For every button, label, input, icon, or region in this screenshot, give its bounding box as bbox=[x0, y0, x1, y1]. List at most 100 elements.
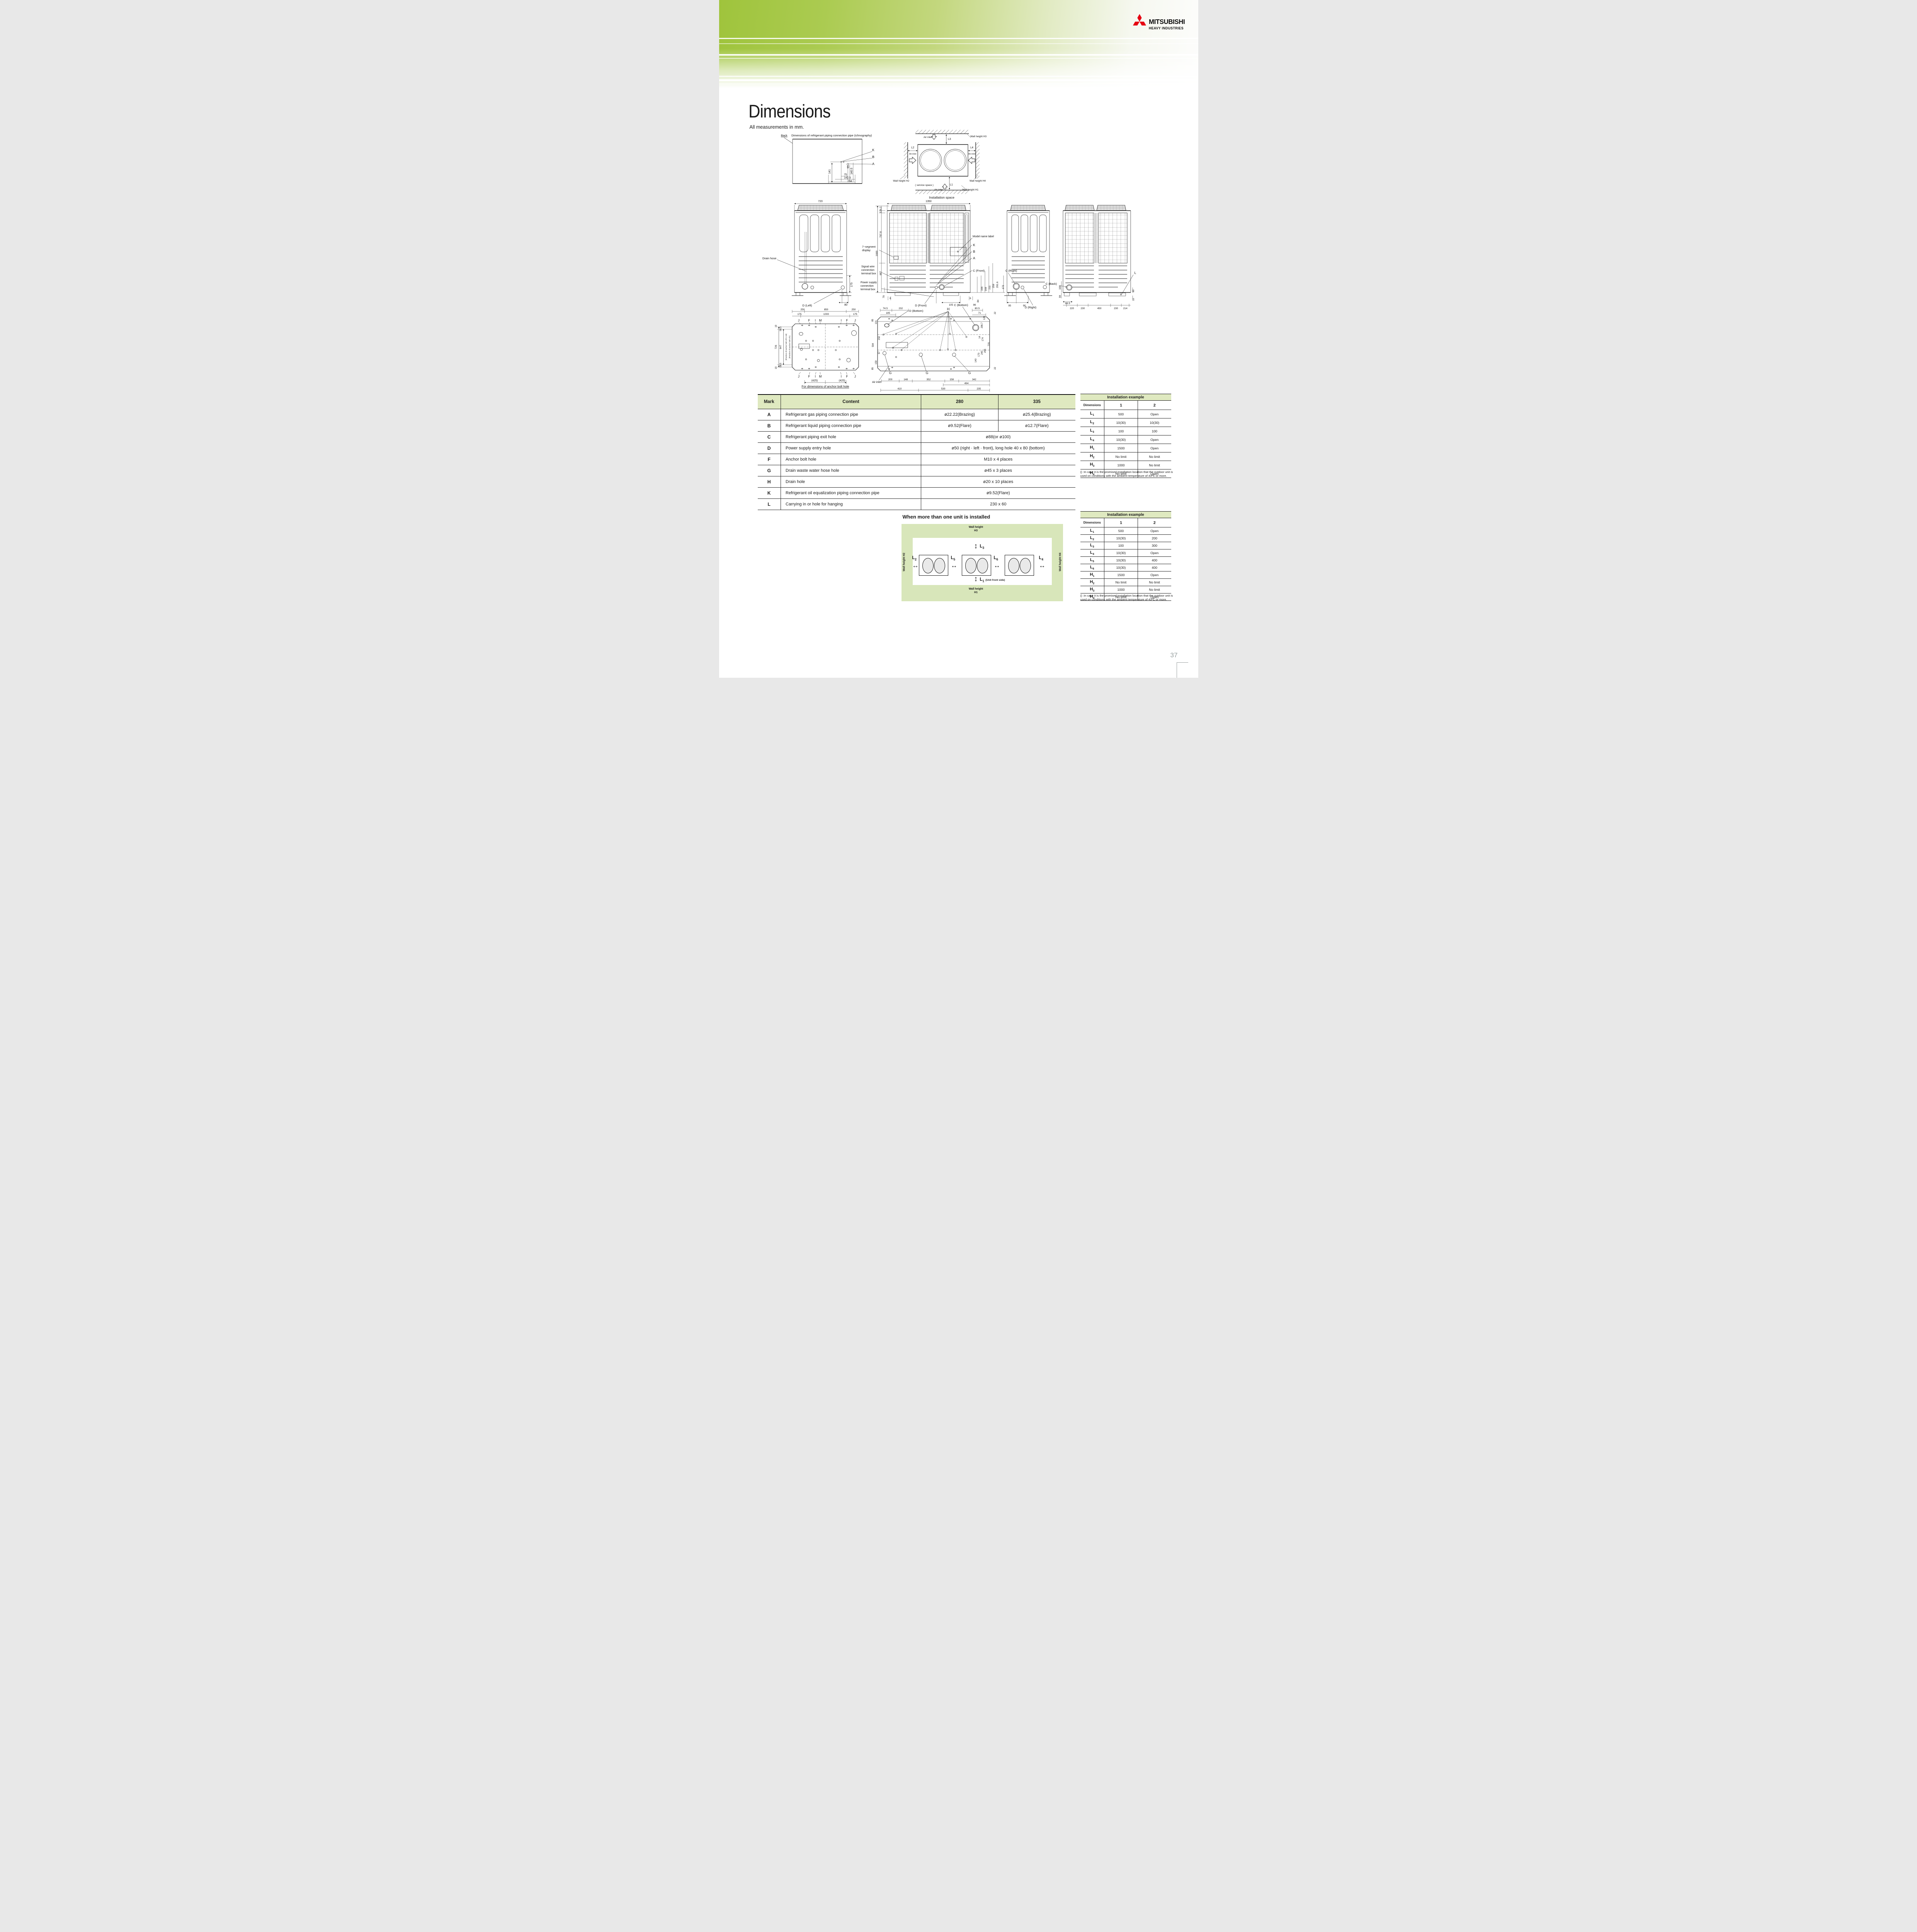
l6-arrow-icon: ↔ bbox=[993, 562, 1000, 569]
label-subscript: 1 bbox=[1093, 448, 1095, 451]
l5-label: L5 bbox=[951, 556, 955, 561]
dimension-label: 75 bbox=[844, 173, 847, 176]
label-subscript: 6 bbox=[1092, 568, 1094, 571]
dimension-label: 172 bbox=[1002, 285, 1005, 289]
dimension-label: 170 bbox=[978, 352, 980, 357]
dimension-label: 80.5 bbox=[975, 307, 980, 310]
dimension-label: Model name label bbox=[973, 235, 994, 238]
dimension-label-cell: L4 bbox=[1080, 549, 1104, 557]
dimension-label: Air inlet bbox=[872, 381, 881, 384]
dimension-label: Air inlet bbox=[968, 153, 975, 155]
dimension-label: Wall height H1 bbox=[962, 189, 978, 191]
fan-ellipse bbox=[934, 558, 945, 573]
dimension-label: 185 bbox=[886, 312, 890, 315]
dimension-label: 19 bbox=[775, 325, 777, 327]
dimension-label: I bbox=[840, 319, 841, 322]
value-cell-merged: M10 x 4 places bbox=[921, 454, 1075, 465]
dimension-label: B bbox=[872, 155, 874, 159]
drawing-front-view bbox=[875, 203, 1005, 304]
dimension-label: K bbox=[872, 148, 874, 152]
dimension-label: 230 bbox=[1080, 307, 1085, 310]
value-cell-1: 10(30) bbox=[1104, 564, 1138, 571]
value-cell-1: 100 bbox=[1104, 542, 1138, 549]
value-cell-1: 500 bbox=[1104, 410, 1138, 418]
value-cell-2: 200 bbox=[1138, 534, 1171, 542]
l3-arrow-icon: ↕ bbox=[974, 542, 978, 550]
dimension-label: 84 bbox=[1059, 295, 1061, 298]
dimension-label: 74.5 bbox=[883, 307, 888, 310]
wall-height-h2-label: Wall height H2 bbox=[903, 553, 905, 571]
dimension-label: 214 bbox=[1123, 307, 1127, 310]
dimension-label: display bbox=[862, 249, 871, 252]
dimension-label: 60 bbox=[1132, 289, 1135, 293]
dimension-label: L1 bbox=[950, 184, 953, 186]
dimension-label: 726 bbox=[775, 345, 777, 349]
label-subscript: 4 bbox=[1041, 558, 1043, 561]
dimension-label: 95 bbox=[1008, 304, 1011, 307]
fan-ellipse bbox=[965, 558, 976, 573]
value-cell-1: 500 bbox=[1104, 527, 1138, 535]
dimension-label: 1350 bbox=[925, 200, 932, 203]
value-cell-2: 100 bbox=[1138, 427, 1171, 435]
dimension-label: terminal box bbox=[861, 272, 876, 275]
dimension-label-cell: L3 bbox=[1080, 427, 1104, 435]
content-cell: Refrigerant liquid piping connection pip… bbox=[781, 420, 921, 432]
dimension-label: 105 bbox=[949, 304, 953, 306]
dimension-label: 291.6 bbox=[996, 281, 999, 288]
label-subscript: 4 bbox=[1093, 473, 1095, 476]
dimension-label: J bbox=[854, 375, 856, 378]
drawing-right-side-view bbox=[1004, 205, 1052, 306]
dimension-label: 175 bbox=[850, 282, 853, 287]
dimension-label: For dimensions of anchor bolt hole bbox=[801, 385, 849, 388]
dimension-label: (425) bbox=[839, 379, 845, 382]
dimension-label: G bbox=[968, 371, 971, 375]
dimension-label: Drain hose bbox=[762, 257, 776, 260]
value-cell-2: Open bbox=[1138, 571, 1171, 579]
value-cell-merged: ø88(or ø100) bbox=[921, 431, 1075, 443]
l6-label: L6 bbox=[993, 556, 998, 561]
dimension-label: 15 bbox=[1132, 298, 1135, 301]
drawing-left-side-view bbox=[777, 203, 852, 304]
dimension-label: C (Bottom) bbox=[954, 303, 968, 307]
dimension-label: I bbox=[840, 375, 841, 378]
column-header: 280 bbox=[921, 395, 998, 409]
value-cell-2: 400 bbox=[1138, 556, 1171, 564]
dimension-label: 120 bbox=[983, 316, 986, 320]
value-cell-1: 10(30) bbox=[1104, 556, 1138, 564]
dimension-label: Wall height H2 bbox=[893, 180, 909, 182]
column-header: 335 bbox=[998, 395, 1075, 409]
dimension-label: Air inlet bbox=[934, 189, 943, 191]
value-cell-2: Open bbox=[1138, 410, 1171, 418]
dimension-label: 166 bbox=[981, 286, 983, 291]
label-subscript: 6 bbox=[996, 558, 998, 561]
dimension-label: 22 bbox=[994, 367, 997, 369]
label-subscript: 3 bbox=[1092, 431, 1094, 434]
dimension-label: 647 bbox=[779, 345, 782, 349]
dimension-label: Wall height H3 bbox=[970, 135, 987, 138]
label-subscript: 3 bbox=[982, 546, 984, 550]
mark-cell: G bbox=[757, 465, 781, 476]
page-subtitle: All measurements in mm. bbox=[749, 124, 804, 130]
dimension-label: 6 bbox=[890, 297, 891, 300]
value-cell-1: 10(30) bbox=[1104, 435, 1138, 444]
value-cell-2: Open bbox=[1138, 593, 1171, 601]
l2-arrow-icon: ↔ bbox=[912, 562, 919, 569]
dimension-label: 200 bbox=[888, 378, 892, 381]
dimension-label: Signal wire bbox=[861, 265, 874, 268]
dimension-label: 211 bbox=[988, 285, 991, 289]
